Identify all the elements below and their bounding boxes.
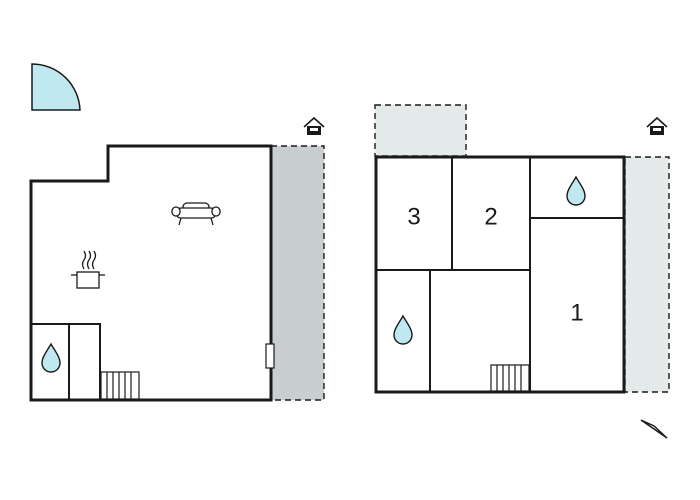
compass-arrow-icon: [640, 419, 668, 439]
room-label-3: 3: [407, 203, 420, 230]
room-label-1: 1: [570, 299, 583, 326]
house-icon: [303, 116, 325, 135]
cooking-pot-icon: [71, 250, 105, 289]
terrace-right: [624, 156, 670, 393]
upper-floor-walls: [374, 155, 626, 394]
stairs-icon: [490, 364, 530, 392]
sofa-icon: [171, 202, 221, 226]
water-drop-icon: [41, 342, 61, 373]
stairs-icon: [100, 371, 140, 400]
annex-top: [374, 104, 467, 157]
bathroom-walls: [31, 323, 101, 400]
upper-floor: 3 2 1: [374, 104, 670, 439]
ground-floor-walls: [29, 144, 273, 402]
water-drop-icon: [566, 175, 586, 206]
ground-floor: [29, 116, 325, 402]
house-icon: [646, 116, 668, 135]
terrace-left: [270, 145, 325, 401]
terrace-door: [265, 343, 275, 369]
door-swing-icon: [31, 63, 81, 111]
room-label-2: 2: [484, 203, 497, 230]
water-drop-icon: [393, 314, 413, 345]
